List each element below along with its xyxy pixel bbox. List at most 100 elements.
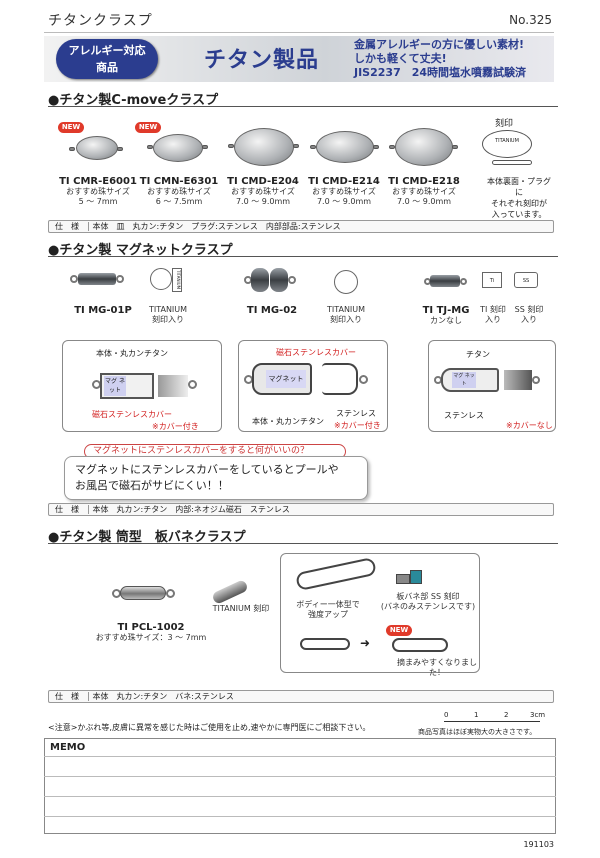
engrave-line-1: TITANIUM (148, 305, 188, 314)
spring-note-2: (バネのみステンレスです) (380, 602, 476, 611)
diagram2-label-body: 本体・丸カンチタン (252, 417, 324, 426)
spec-label: 仕 様 (55, 692, 79, 701)
ti-engrave-line-2: 入り (485, 315, 501, 324)
diagram1-label-body: 本体・丸カンチタン (96, 349, 168, 358)
section-magnet-title: ●チタン製 マグネットクラスプ (48, 243, 233, 258)
ss-engrave-note: SS 刻印 入り (512, 305, 546, 325)
spec-magnet: 仕 様 本体 丸カン:チタン 内部:ネオジム磁石 ステンレス (48, 503, 554, 516)
engrave-note-3: 入っています。 (491, 210, 547, 219)
badge-line-2: 商品 (96, 61, 118, 74)
ss-engrave-line-2: 入り (521, 315, 537, 324)
product-name: TI CMN-E6301 (139, 176, 219, 187)
product-size-label: おすすめ珠サイズ (231, 187, 295, 196)
ti-engrave-line-1: TI 刻印 (480, 305, 506, 314)
diagram2-label-cover: 磁石ステンレスカバー (276, 348, 356, 357)
new-badge-tube: NEW (386, 625, 412, 636)
new-spring (392, 638, 448, 652)
engrave-note-1: 本体裏面・プラグに (487, 177, 551, 197)
scale-note: 商品写真はほぼ実物大の大きさです。 (418, 728, 537, 736)
spec-cmove: 仕 様 本体 皿 丸カン:チタン プラグ:ステンレス 内部部品:ステンレス (48, 220, 554, 233)
diagram2-magnet: マグネット (266, 370, 306, 388)
magnet-clasp-mg01p (78, 273, 116, 285)
scale-line (444, 721, 540, 722)
product-size: 7.0 ～ 9.0mm (316, 197, 372, 206)
badge-line-1: アレルギー対応 (68, 44, 146, 57)
ti-engrave-note: TI 刻印 入り (478, 305, 508, 325)
product-cmr: TI CMR-E6001 おすすめ珠サイズ 5 ～ 7mm (58, 176, 138, 207)
product-name: TI CMD-E214 (308, 176, 380, 187)
memo-line (44, 816, 556, 817)
section-magnet-divider (48, 256, 558, 257)
diagram1-label-note: ※カバー付き (152, 422, 199, 431)
product-size: 7.0 ～ 9.0mm (396, 197, 452, 206)
jump-ring (532, 376, 540, 384)
diagram3-magnet: マグ ネット (452, 372, 476, 388)
section-tube-title: ●チタン製 筒型 板バネクラスプ (48, 530, 246, 545)
memo-box[interactable] (44, 738, 556, 834)
diagram3-steel (504, 370, 532, 390)
jump-ring (70, 275, 78, 283)
diagram2-label-steel: ステンレス (336, 409, 376, 418)
scale-tick-1: 1 (474, 711, 479, 719)
engrave-line-2: 刻印入り (152, 315, 184, 324)
tube-detail-frame (280, 553, 480, 673)
jump-ring (288, 276, 296, 284)
tube-clasp-image (120, 586, 166, 600)
new-badge-1: NEW (58, 122, 84, 133)
memo-line (44, 776, 556, 777)
header-title: チタンクラスプ (48, 13, 153, 29)
clasp-pin (147, 145, 153, 149)
clasp-image-cmd-204 (234, 128, 294, 166)
clasp-image-cmn (153, 134, 203, 162)
new-badge-2: NEW (135, 122, 161, 133)
clasp-pin (389, 145, 395, 149)
clasp-image-cmd-214 (316, 131, 374, 163)
engrave-line-1: TITANIUM (326, 305, 366, 314)
clasp-pin (69, 147, 75, 151)
product-tjmg: TI TJ-MG カンなし (420, 305, 472, 326)
product-mg01p: TI MG-01P (74, 305, 132, 316)
jump-ring (116, 275, 124, 283)
clasp-pin (228, 144, 234, 148)
product-size-label: おすすめ珠サイズ (312, 187, 376, 196)
arrow-icon: ➜ (360, 636, 371, 650)
banner-copy-line-3: JIS2237 24時間塩水噴霧試験済 (354, 66, 527, 79)
engrave-plug (492, 160, 532, 165)
clasp-pin (452, 145, 458, 149)
diagram-mg01p (62, 340, 222, 432)
jump-ring (460, 278, 467, 285)
jump-ring (359, 375, 368, 384)
diagram-tjmg (428, 340, 556, 432)
header-divider (44, 32, 554, 33)
clasp-pin (117, 147, 123, 151)
diagram1-label-cover: 磁石ステンレスカバー (92, 410, 172, 419)
section-cmove-divider (48, 106, 558, 107)
caution-text: <注意>かぶれ等,皮膚に異常を感じた時はご使用を止め,速やかに専門医にご相談下さ… (48, 723, 371, 732)
section-cmove-title: ●チタン製C-moveクラスプ (48, 93, 219, 108)
spec-label: 仕 様 (55, 222, 79, 231)
product-cmd-214: TI CMD-E214 おすすめ珠サイズ 7.0 ～ 9.0mm (304, 176, 384, 207)
engrave-ring-icon (334, 270, 358, 294)
product-size: 5 ～ 7mm (78, 197, 118, 206)
product-mg02: TI MG-02 (246, 305, 298, 316)
banner-copy-line-2: しかも軽くて丈夫! (354, 52, 447, 65)
diagram2-label-note: ※カバー付き (334, 421, 381, 430)
spec-tube: 仕 様 本体 丸カン:チタン バネ:ステンレス (48, 690, 554, 703)
spring-note: 板バネ部 SS 刻印 (バネのみステンレスです) (380, 592, 476, 612)
old-spring (300, 638, 350, 650)
engrave-note: 本体裏面・プラグに それぞれ刻印が 入っています。 (484, 176, 554, 220)
ss-engrave-icon: SS (514, 272, 538, 288)
engrave-note-mg01p: TITANIUM 刻印入り (142, 305, 194, 325)
spring-note-1: 板バネ部 SS 刻印 (396, 592, 460, 601)
section-tube-divider (48, 543, 558, 544)
engrave-title: 刻印 (495, 119, 514, 129)
memo-line (44, 796, 556, 797)
spring-tip (396, 574, 410, 584)
answer-callout: マグネットにステンレスカバーをしているとプールや お風呂で磁石がサビにくい！！ (64, 456, 368, 500)
product-name: TI CMD-E204 (227, 176, 299, 187)
product-name: TI CMR-E6001 (59, 176, 137, 187)
spec-label: 仕 様 (55, 505, 79, 514)
jump-ring (188, 380, 197, 389)
diagram3-label-note: ※カバーなし (506, 421, 553, 430)
banner-copy: 金属アレルギーの方に優しい素材! しかも軽くて丈夫! JIS2237 24時間塩… (354, 38, 526, 80)
